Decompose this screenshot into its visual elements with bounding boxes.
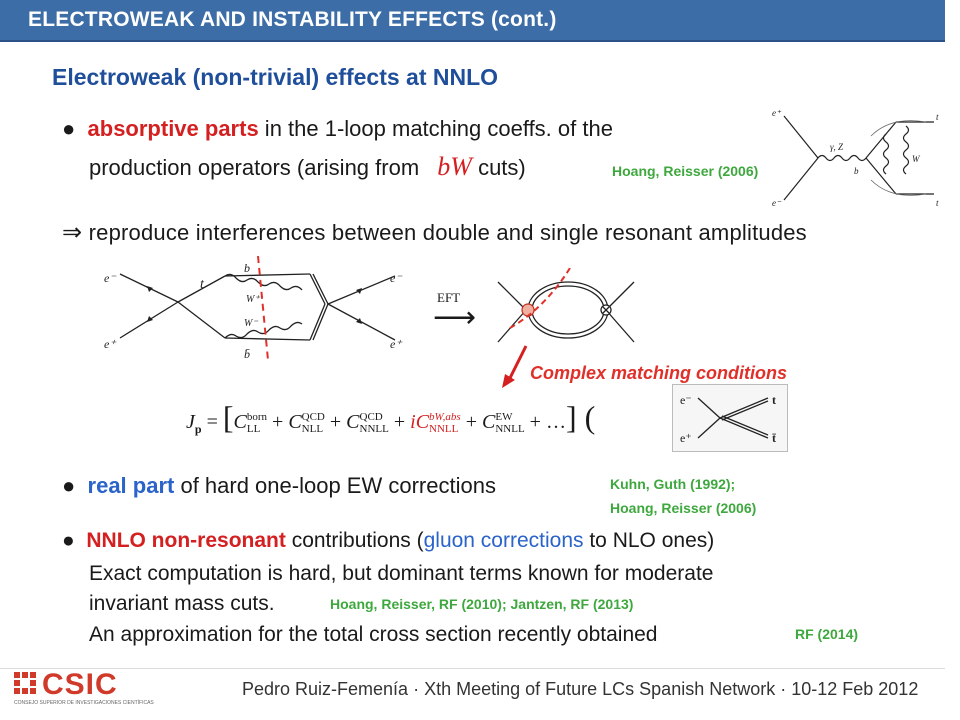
ref-hoang-reisser-1: Hoang, Reisser (2006) <box>612 163 759 179</box>
bullet-dot: ● <box>62 473 88 498</box>
complex-matching-caption: Complex matching conditions <box>530 363 788 383</box>
label-e-minus-right: e⁻ <box>390 271 403 285</box>
bullet-3-line-1: ● NNLO non-resonant contributions (gluon… <box>62 529 714 553</box>
small-label-t: t <box>772 393 776 407</box>
footer-divider <box>0 668 945 669</box>
svg-text:t: t <box>936 198 939 208</box>
bullet-1-text-a: in the 1-loop matching coeffs. of the <box>258 116 613 141</box>
csic-logo-icon <box>14 672 36 694</box>
sub-nnll-2: NNLL <box>429 423 459 436</box>
ref-hoang-reisser-rf-jantzen: Hoang, Reisser, RF (2010); Jantzen, RF (… <box>330 596 634 612</box>
small-label-e-minus: e⁻ <box>680 393 692 407</box>
small-label-e-plus: e⁺ <box>680 431 692 445</box>
small-vertex-diagram: e⁻ e⁺ t t̄ <box>672 384 788 452</box>
feynman-diagram-eft <box>497 268 635 343</box>
small-label-tbar: t̄ <box>772 431 776 445</box>
svg-text:W: W <box>912 154 921 164</box>
svg-text:e⁺: e⁺ <box>772 108 782 118</box>
sup-born: born <box>246 411 268 424</box>
ref-hoang-reisser-2: Hoang, Reisser (2006) <box>610 500 757 516</box>
formula-lhs: J <box>186 411 195 433</box>
sub-ll: LL <box>246 423 261 436</box>
label-e-plus-right: e⁺ <box>390 337 403 351</box>
label-w-plus: W⁺ <box>246 294 260 305</box>
w-boson-line <box>882 133 890 175</box>
bullet-dot: ● <box>62 116 88 141</box>
formula-i: i <box>410 411 416 433</box>
svg-text:b: b <box>854 166 859 176</box>
bullet-1-line-1: ● absorptive parts in the 1-loop matchin… <box>62 116 613 142</box>
fermion-line-e-minus <box>783 115 819 159</box>
bullet-3-text-a: contributions ( <box>285 529 424 552</box>
bullet-3-line-2: Exact computation is hard, but dominant … <box>89 562 714 585</box>
bullet-1-text-c: cuts) <box>471 155 526 180</box>
implies-arrow: ⇒ <box>62 220 83 246</box>
bullet-3-line-4: An approximation for the total cross sec… <box>89 623 658 646</box>
formula-eq: = <box>201 411 223 433</box>
bullet-1-text-b: production operators (arising from <box>89 155 420 180</box>
bullet-1-highlight: absorptive parts <box>87 116 259 141</box>
footer-text: Pedro Ruiz-Femenía · Xth Meeting of Futu… <box>242 679 919 699</box>
sup-bw-abs: bW,abs <box>429 411 461 424</box>
svg-text:t: t <box>936 112 939 122</box>
ref-kuhn-guth: Kuhn, Guth (1992); <box>610 476 736 492</box>
implication-line: ⇒ reproduce interferences between double… <box>62 218 807 247</box>
bullet-2-text: of hard one-loop EW corrections <box>174 473 496 498</box>
csic-logo-subtitle: CONSEJO SUPERIOR DE INVESTIGACIONES CIEN… <box>14 700 154 706</box>
section-title: Electroweak (non-trivial) effects at NNL… <box>52 64 499 90</box>
sub-nnll-1: NNLL <box>359 423 389 436</box>
slide-header-title: ELECTROWEAK AND INSTABILITY EFFECTS (con… <box>28 8 557 31</box>
bullet-2: ● real part of hard one-loop EW correcti… <box>62 473 496 499</box>
sub-nnll-3: NNLL <box>495 423 525 436</box>
sub-nll: NLL <box>301 423 324 436</box>
cut-line <box>257 255 269 361</box>
svg-text:e⁻: e⁻ <box>772 198 782 208</box>
feynman-diagram-top-right: e⁺e⁻ γ, Zb ttW <box>772 108 939 208</box>
label-e-plus-left: e⁺ <box>104 337 117 351</box>
formula-c-qcd-nll: C <box>288 411 302 433</box>
bullet-1-math-bw: bW <box>437 152 472 181</box>
formula-c-bw-abs: C <box>415 411 430 433</box>
label-w-minus: W⁻ <box>244 318 258 329</box>
bullet-1-line-2: production operators (arising from bW cu… <box>89 152 526 182</box>
sup-qcd-2: QCD <box>359 411 383 424</box>
csic-logo-text: CSIC <box>42 668 118 701</box>
bullet-dot: ● <box>62 529 87 552</box>
gauge-propagator <box>817 154 867 162</box>
formula-c-ew: C <box>482 411 496 433</box>
label-t: t <box>200 277 205 292</box>
fermion-line-e-plus <box>783 157 819 201</box>
bullet-3-blue: gluon corrections <box>423 529 584 552</box>
red-arrow-icon <box>502 345 528 388</box>
bullet-2-highlight: real part <box>87 473 175 498</box>
header-bar <box>0 0 945 42</box>
implication-text: reproduce interferences between double a… <box>88 220 807 245</box>
label-b: b <box>244 261 250 275</box>
formula-c-born: C <box>233 411 247 433</box>
eft-label: EFT <box>437 290 461 305</box>
bullet-3-line-3: invariant mass cuts. <box>89 592 275 615</box>
sup-qcd-1: QCD <box>301 411 325 424</box>
formula-lhs-sub: p <box>194 422 202 436</box>
label-b-bar: b̄ <box>244 347 250 361</box>
svg-text:γ, Z: γ, Z <box>830 142 844 152</box>
sup-ew: EW <box>495 411 513 424</box>
bullet-3-highlight: NNLO non-resonant <box>86 529 286 552</box>
formula-c-qcd-nnll: C <box>346 411 360 433</box>
bullet-3-text-b: to NLO ones) <box>583 529 715 552</box>
label-e-minus-left: e⁻ <box>104 271 117 285</box>
eft-arrow-icon: ⟶ <box>433 301 477 334</box>
b-quark-line <box>865 121 897 159</box>
feynman-diagram-double-resonant: e⁻ e⁺ t b b̄ W⁺ W⁻ e⁻ e⁺ <box>104 255 403 361</box>
ref-rf-2014: RF (2014) <box>795 626 859 642</box>
formula-tail: + … <box>524 411 566 433</box>
